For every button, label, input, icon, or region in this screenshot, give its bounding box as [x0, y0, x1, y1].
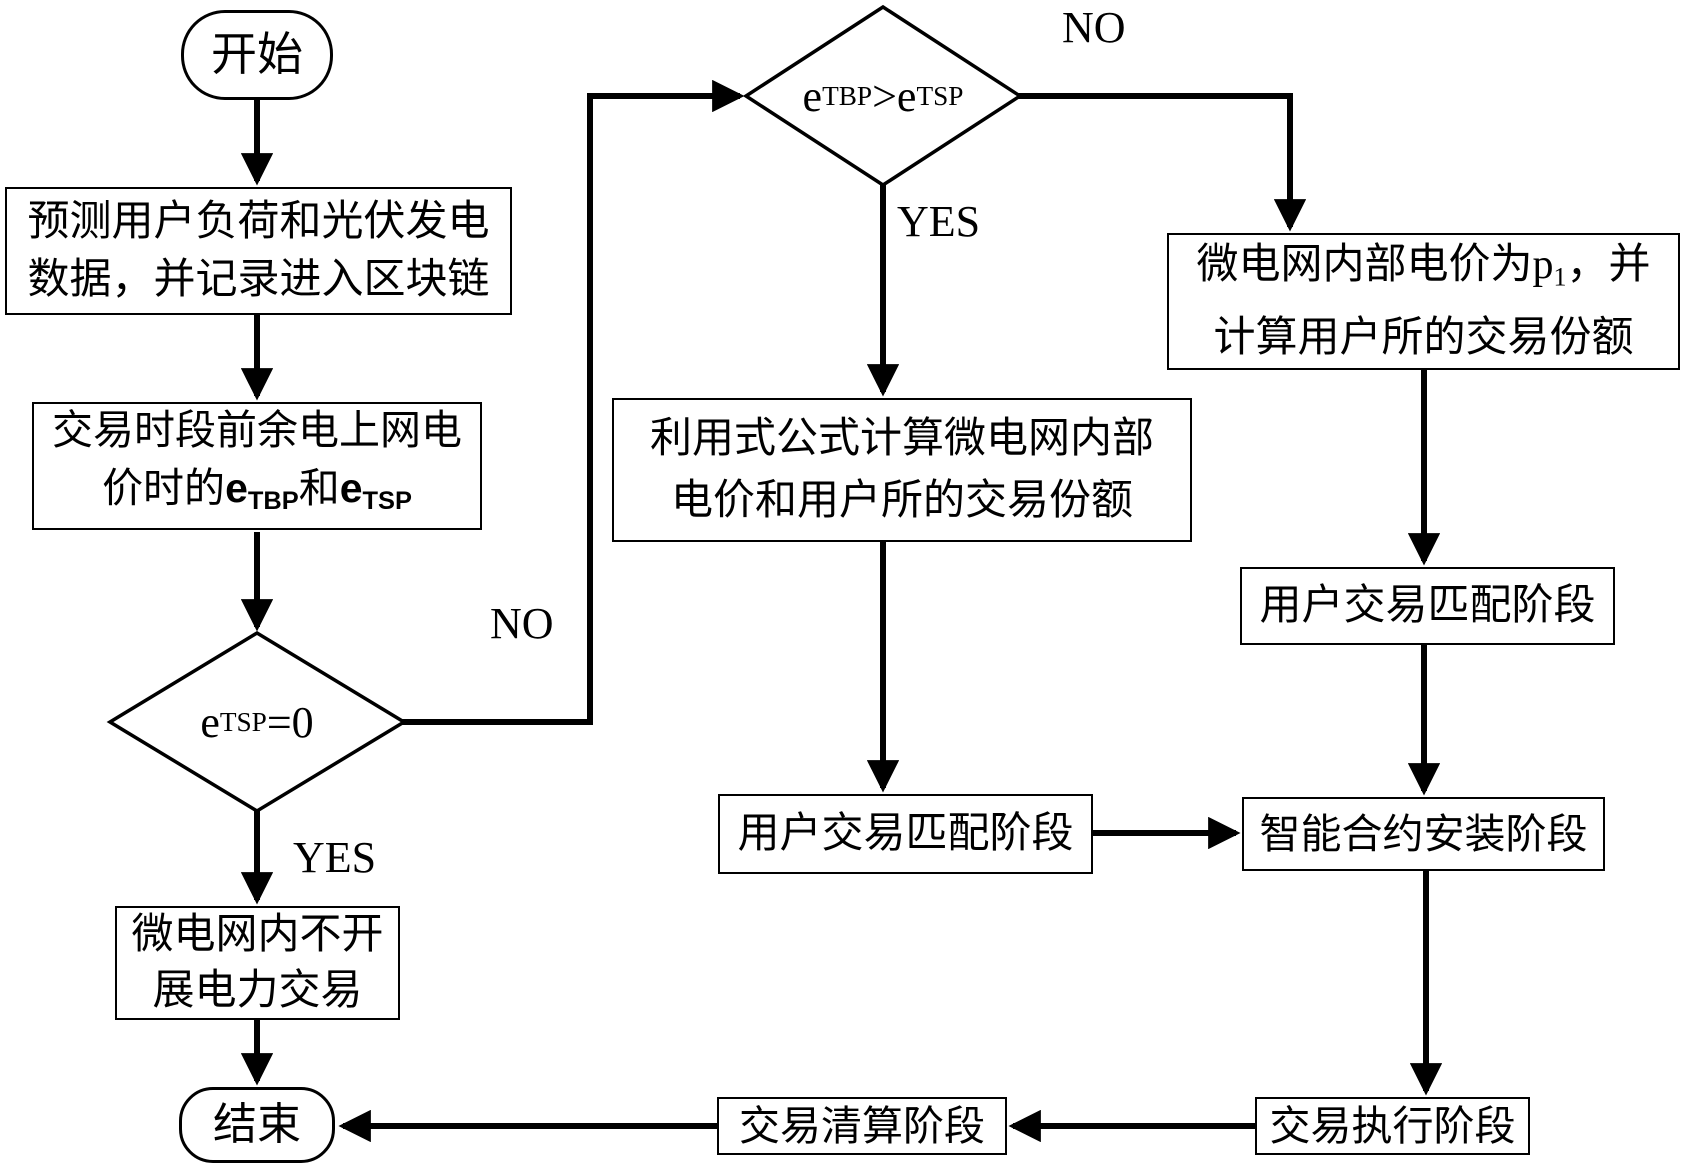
decision-etsp-yes-label: YES: [293, 833, 377, 882]
arrow-decision-etsp-no-to-decision-compare: [402, 79, 745, 725]
execute-box: 交易执行阶段: [1255, 1097, 1530, 1155]
price-line2: 价时的eTBP和eTSP: [102, 465, 412, 516]
end-node: 结束: [179, 1087, 335, 1163]
match-mid-label: 用户交易匹配阶段: [737, 811, 1074, 857]
start-label: 开始: [211, 29, 303, 80]
price-line1: 交易时段前余电上网电: [52, 407, 462, 454]
no-trade-line2: 展电力交易: [152, 968, 363, 1014]
p1-price-line2: 计算用户所的交易份额: [1213, 314, 1634, 361]
settle-box: 交易清算阶段: [717, 1097, 1007, 1155]
formula-line2: 电价和用户所的交易份额: [670, 478, 1133, 524]
p1-price-box: 微电网内部电价为p1，并 计算用户所的交易份额: [1167, 233, 1680, 370]
decision-compare-diamond-shape: [742, 4, 1024, 188]
decision-etsp-no-label: NO: [490, 599, 554, 648]
execute-label: 交易执行阶段: [1269, 1103, 1516, 1149]
decision-etsp-diamond-shape: [106, 630, 408, 814]
formula-line1: 利用式公式计算微电网内部: [649, 416, 1154, 462]
decision-compare-no-label: NO: [1062, 3, 1126, 52]
no-trade-line1: 微电网内不开: [131, 912, 384, 958]
match-mid-box: 用户交易匹配阶段: [718, 794, 1093, 874]
end-label: 结束: [213, 1100, 301, 1149]
match-right-box: 用户交易匹配阶段: [1240, 567, 1615, 645]
arrow-decision-compare-no-to-p1-price: [1018, 93, 1307, 232]
predict-box: 预测用户负荷和光伏发电 数据，并记录进入区块链: [5, 187, 512, 315]
predict-line2: 数据，并记录进入区块链: [27, 257, 490, 303]
formula-box: 利用式公式计算微电网内部 电价和用户所的交易份额: [612, 398, 1192, 542]
contract-box: 智能合约安装阶段: [1242, 797, 1605, 871]
decision-compare-yes-label: YES: [897, 197, 981, 246]
p1-price-line1: 微电网内部电价为p1，并: [1196, 242, 1651, 292]
start-node: 开始: [181, 10, 333, 100]
price-box: 交易时段前余电上网电 价时的eTBP和eTSP: [32, 402, 482, 530]
no-trade-box: 微电网内不开 展电力交易: [115, 906, 400, 1020]
predict-line1: 预测用户负荷和光伏发电: [27, 199, 490, 245]
contract-label: 智能合约安装阶段: [1259, 811, 1588, 857]
settle-label: 交易清算阶段: [739, 1103, 985, 1149]
match-right-label: 用户交易匹配阶段: [1259, 583, 1596, 629]
